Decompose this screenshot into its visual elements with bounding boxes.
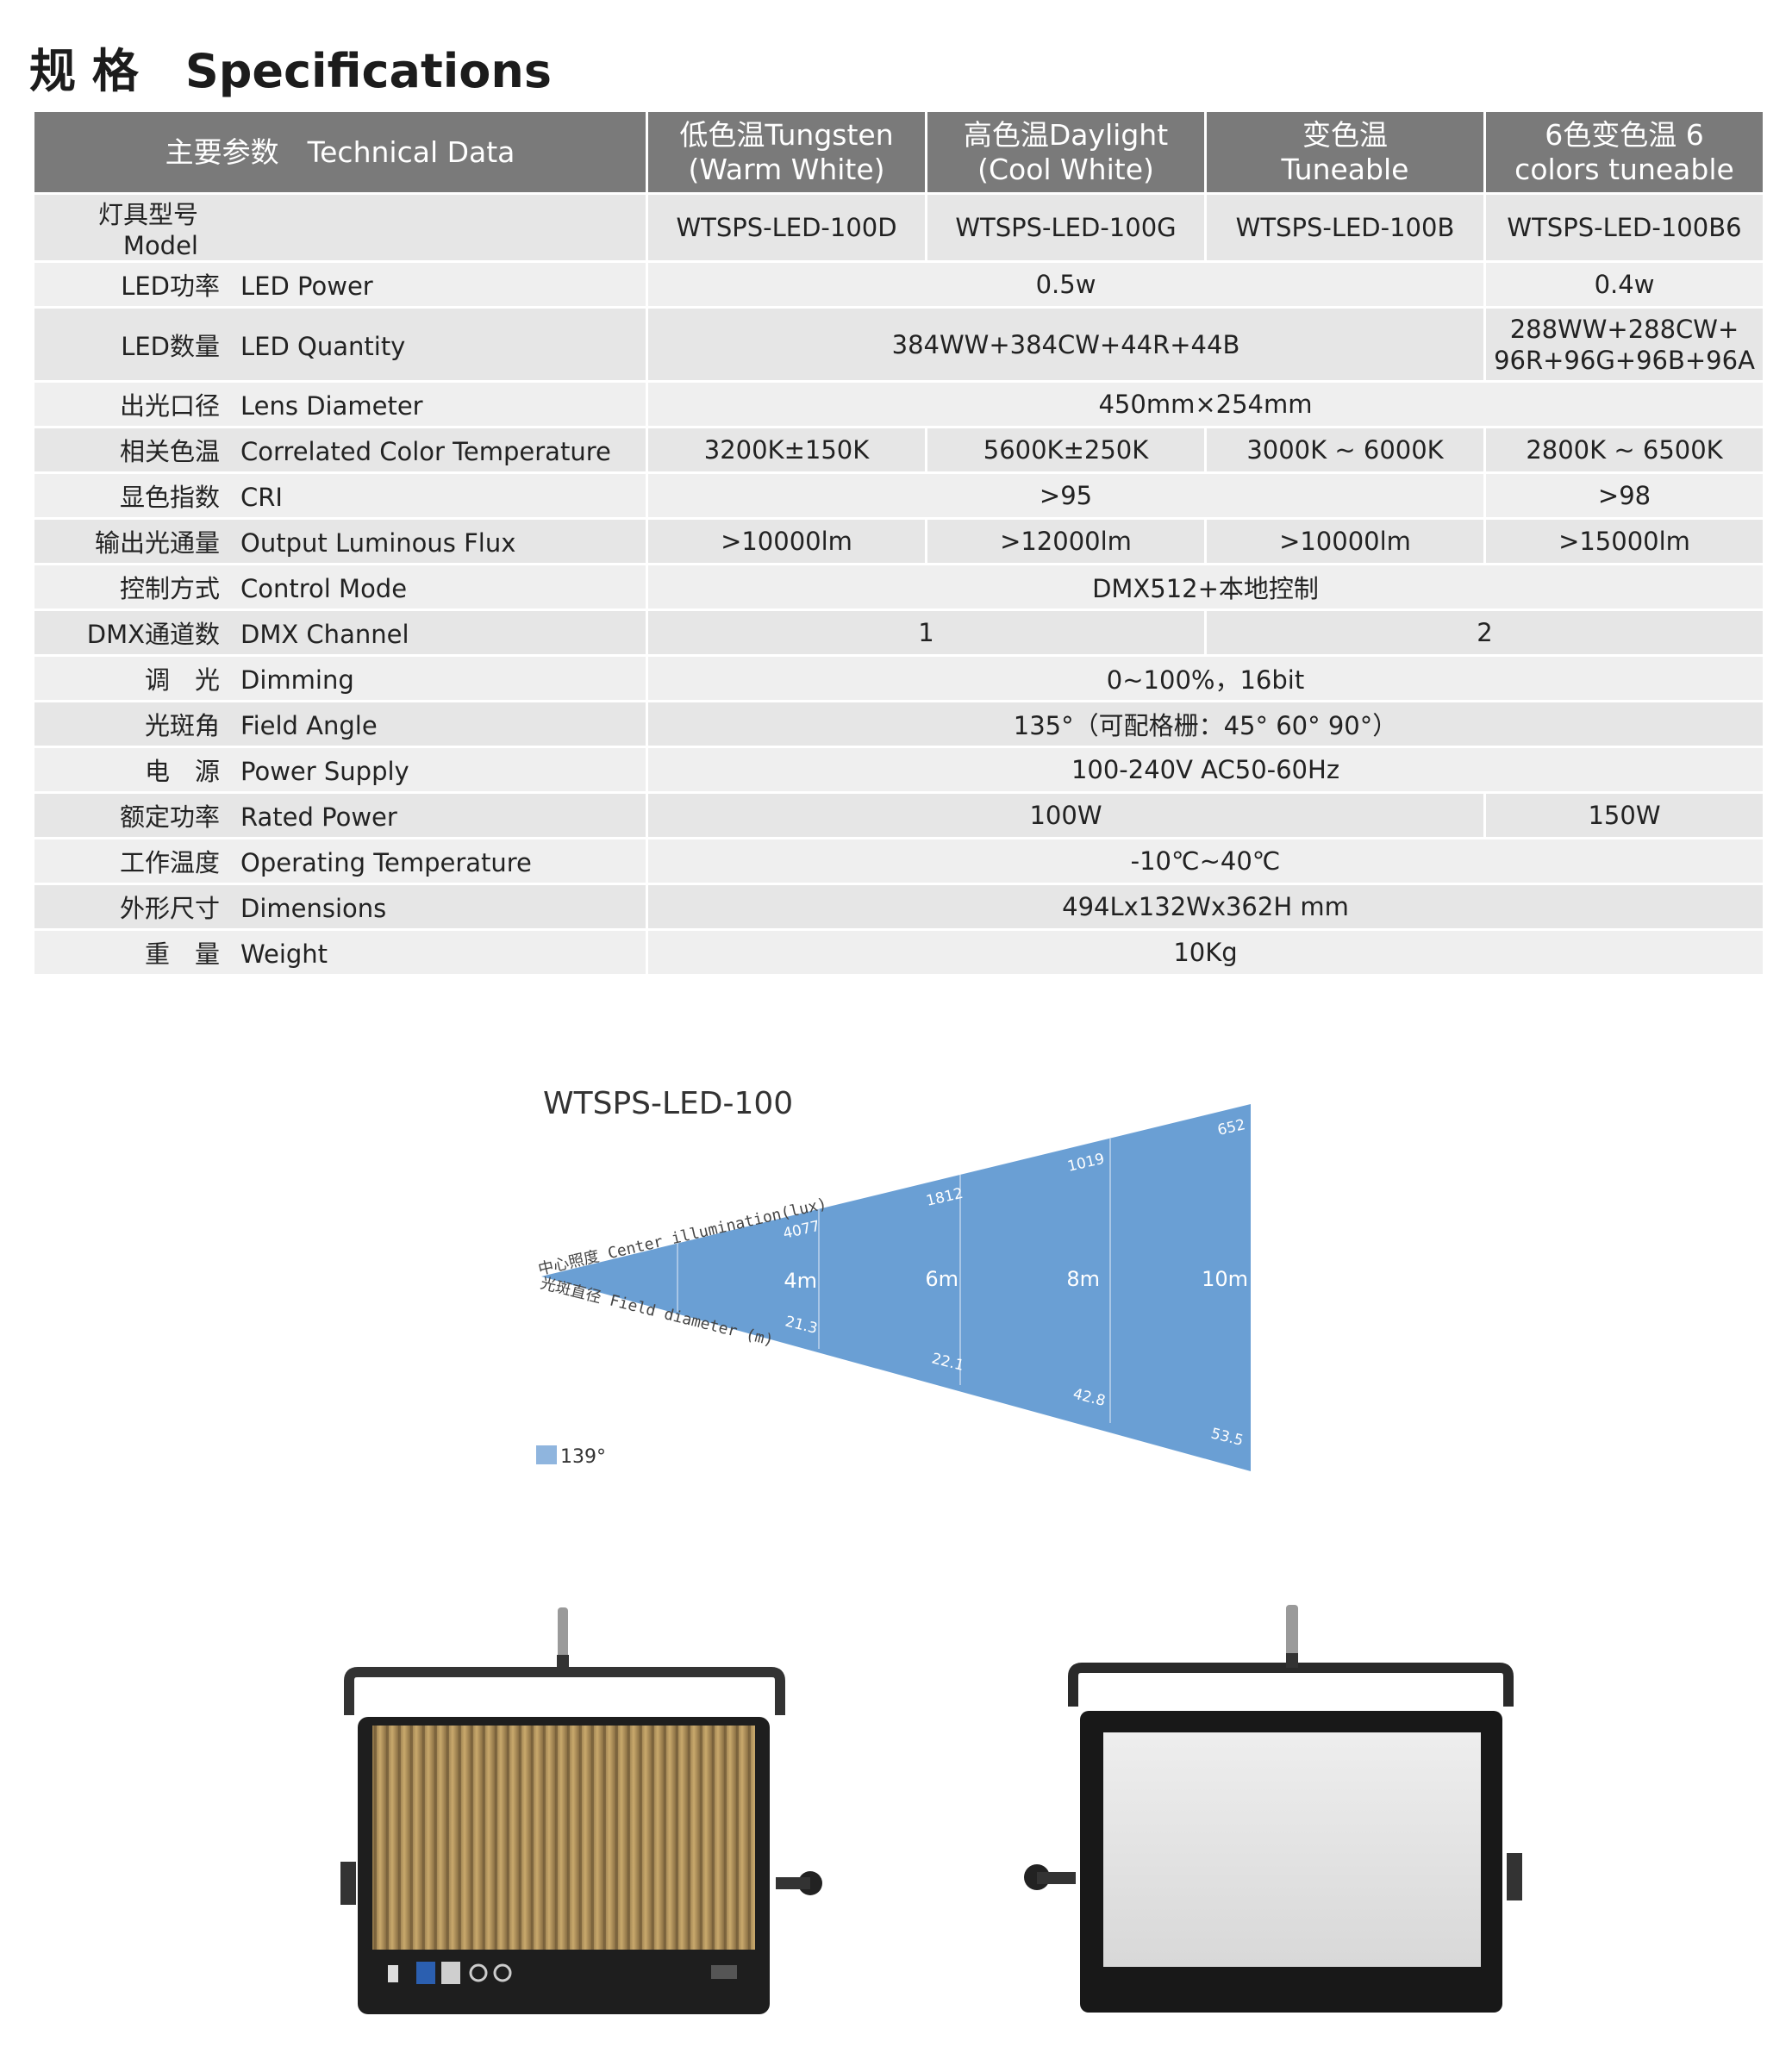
yoke <box>1068 1663 1514 1707</box>
distance-label: 10m <box>1202 1267 1248 1291</box>
spec-table: 主要参数 Technical Data 低色温Tungsten(Warm Whi… <box>32 109 1765 977</box>
row-label: 灯具型号Model <box>32 192 648 263</box>
beam-title: WTSPS-LED-100 <box>543 1086 793 1121</box>
cell: WTSPS-LED-100B6 <box>1483 192 1765 263</box>
distance-label: 4m <box>784 1269 817 1293</box>
cell: >15000lm <box>1483 517 1765 565</box>
xlr-in-icon <box>469 1963 488 1982</box>
cell: DMX512+本地控制 <box>646 563 1765 611</box>
header-daylight: 高色温Daylight(Cool White) <box>925 109 1207 195</box>
power-connector-icon <box>416 1962 435 1984</box>
table-row-model: 灯具型号Model WTSPS-LED-100D WTSPS-LED-100G … <box>32 192 1765 263</box>
cell: 0~100%，16bit <box>646 654 1765 702</box>
cell: -10℃~40℃ <box>646 837 1765 885</box>
cell: 3000K ~ 6000K <box>1204 426 1486 474</box>
beam-diagram: WTSPS-LED-100 4m 6m 8m 10m 4077 1812 101… <box>536 1086 1251 1471</box>
cell: 100-240V AC50-60Hz <box>646 746 1765 794</box>
power-out-connector-icon <box>441 1962 460 1984</box>
mount-spigot <box>558 1607 568 1659</box>
cell: 450mm×254mm <box>646 380 1765 428</box>
cell: WTSPS-LED-100D <box>646 192 927 263</box>
legend-swatch <box>536 1445 557 1464</box>
cell: >10000lm <box>1204 517 1486 565</box>
cell: >98 <box>1483 471 1765 520</box>
heat-sink-fins <box>372 1726 755 1950</box>
cell: 135°（可配格栅：45° 60° 90°） <box>646 700 1765 748</box>
distance-label: 8m <box>1066 1267 1100 1291</box>
xlr-out-icon <box>493 1963 512 1982</box>
title-cn: 规 格 <box>29 44 139 98</box>
header-tungsten: 低色温Tungsten(Warm White) <box>646 109 927 195</box>
cell: WTSPS-LED-100G <box>925 192 1207 263</box>
cell: 384WW+384CW+44R+44B <box>646 306 1486 383</box>
display-icon <box>711 1965 737 1979</box>
distance-label: 6m <box>925 1267 958 1291</box>
product-photos <box>340 1605 1522 2014</box>
cell: 1 <box>646 608 1207 657</box>
cell: 2800K ~ 6500K <box>1483 426 1765 474</box>
cell: 0.5w <box>646 260 1486 309</box>
switch <box>388 1965 398 1982</box>
cell: 10Kg <box>646 928 1765 977</box>
table-header-row: 主要参数 Technical Data 低色温Tungsten(Warm Whi… <box>32 109 1765 195</box>
cell: 2 <box>1204 608 1765 657</box>
cell: >12000lm <box>925 517 1207 565</box>
title-en: Specifications <box>184 44 552 98</box>
page-title: 规 格 Specifications <box>29 33 552 101</box>
header-param: 主要参数 Technical Data <box>32 109 648 195</box>
cell: 3200K±150K <box>646 426 927 474</box>
cell: WTSPS-LED-100B <box>1204 192 1486 263</box>
front-view-photo <box>1024 1605 1522 2013</box>
rear-view-photo <box>340 1607 822 2014</box>
beam-shape <box>541 1104 1251 1471</box>
cell: 0.4w <box>1483 260 1765 309</box>
legend-label: 139° <box>560 1446 606 1468</box>
cell: >95 <box>646 471 1486 520</box>
mount-spigot <box>1286 1605 1298 1657</box>
cell: 5600K±250K <box>925 426 1207 474</box>
cell: 150W <box>1483 791 1765 839</box>
cell: 100W <box>646 791 1486 839</box>
yoke <box>344 1667 785 1715</box>
cell: 288WW+288CW+96R+96G+96B+96A <box>1483 306 1765 383</box>
diffuser-panel <box>1103 1732 1481 1967</box>
cell: 494Lx132Wx362H mm <box>646 883 1765 931</box>
cell: >10000lm <box>646 517 927 565</box>
